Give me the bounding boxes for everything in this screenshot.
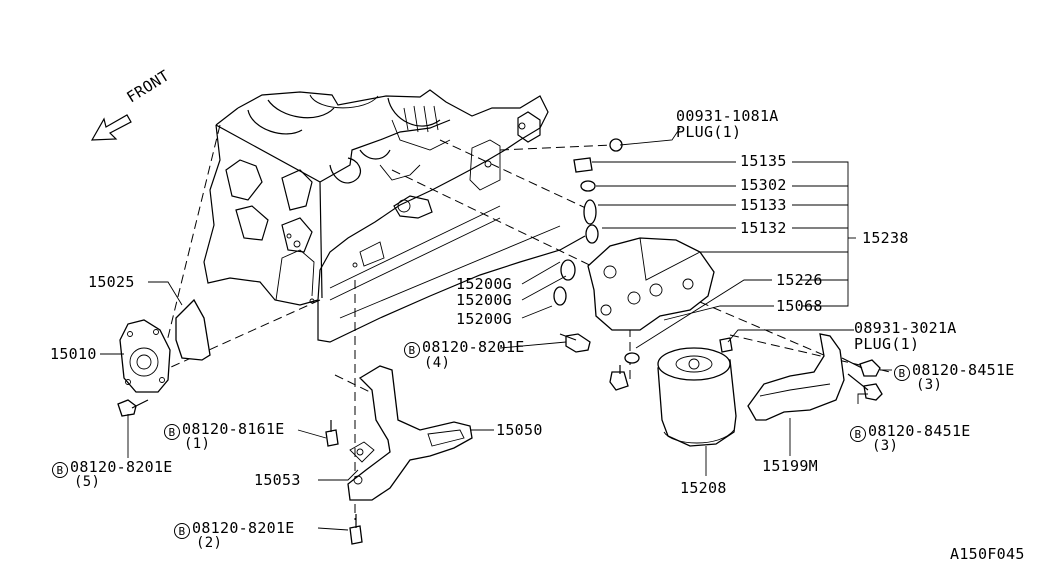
leader-lines xyxy=(100,127,892,531)
callout-plug-side-part: 08931-3021A xyxy=(854,319,957,337)
callout-plug-side-desc: PLUG(1) xyxy=(854,335,920,353)
callout-15025: 15025 xyxy=(88,273,135,291)
callout-bolt-2-qty: (2) xyxy=(196,535,223,551)
engine-block xyxy=(203,89,586,343)
oil-pump xyxy=(119,319,171,393)
callout-plug-top-part: 00931-1081A xyxy=(676,107,779,125)
bolt-symbol-icon: B xyxy=(850,426,866,442)
callout-15226: 15226 xyxy=(776,271,823,289)
callout-bolt-8451-a-part: 08120-8451E xyxy=(912,361,1015,379)
callout-15200g-3: 15200G xyxy=(456,310,512,328)
callout-15053: 15053 xyxy=(254,471,301,489)
callout-15135: 15135 xyxy=(740,152,787,170)
callout-bolt-8161-qty: (1) xyxy=(184,436,211,452)
bolts xyxy=(117,333,883,545)
oil-strainer-pickup xyxy=(347,365,473,501)
bolt-symbol-icon: B xyxy=(404,342,420,358)
callout-15200g-1: 15200G xyxy=(456,275,512,293)
callout-15208: 15208 xyxy=(680,479,727,497)
callout-bolt-5-qty: (5) xyxy=(74,474,101,490)
callout-15010: 15010 xyxy=(50,345,97,363)
callout-bolt-2-part: 08120-8201E xyxy=(192,519,295,537)
front-arrow-icon xyxy=(90,114,132,141)
callout-15199m: 15199M xyxy=(762,457,818,475)
bolt-symbol-icon: B xyxy=(164,424,180,440)
heat-shield-cover xyxy=(747,333,845,421)
callout-15238: 15238 xyxy=(862,229,909,247)
callout-bolt-8161-part: 08120-8161E xyxy=(182,420,285,438)
oil-filter-bracket xyxy=(553,138,733,364)
callout-15133: 15133 xyxy=(740,196,787,214)
callout-15200g-2: 15200G xyxy=(456,291,512,309)
callout-15050: 15050 xyxy=(496,421,543,439)
callout-15068: 15068 xyxy=(776,297,823,315)
bolt-symbol-icon: B xyxy=(894,365,910,381)
callout-bolt-8451-b-part: 08120-8451E xyxy=(868,422,971,440)
diagram-code: A150F045 xyxy=(950,545,1025,563)
callout-bolt-4-qty: (4) xyxy=(424,355,451,371)
callout-plug-top-desc: PLUG(1) xyxy=(676,123,742,141)
callout-bolt-4-part: 08120-8201E xyxy=(422,338,525,356)
callout-bolt-8451-a-qty: (3) xyxy=(916,377,943,393)
callout-bolt-8451-b-qty: (3) xyxy=(872,438,899,454)
bolt-symbol-icon: B xyxy=(174,523,190,539)
bolt-symbol-icon: B xyxy=(52,462,68,478)
pump-gasket xyxy=(175,298,211,361)
oil-filter xyxy=(657,347,737,447)
callout-bolt-5-part: 08120-8201E xyxy=(70,458,173,476)
callout-15302: 15302 xyxy=(740,176,787,194)
callout-15132: 15132 xyxy=(740,219,787,237)
